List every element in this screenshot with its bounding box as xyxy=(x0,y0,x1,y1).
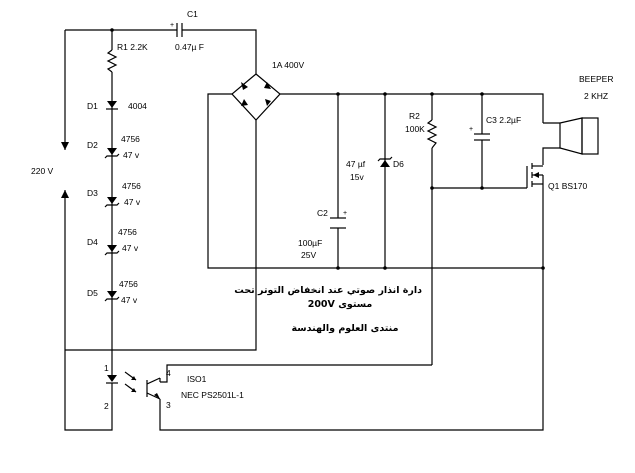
d2-zener-symbol xyxy=(104,148,120,159)
r2-value-label: 100K xyxy=(405,124,425,134)
d2-part-label: 4756 xyxy=(121,134,140,144)
bridge-label: 1A 400V xyxy=(272,60,305,70)
iso-pin2-label: 2 xyxy=(104,401,109,411)
c2-value-voltage-label: 25V xyxy=(301,250,317,260)
d1-label: D1 xyxy=(87,101,98,111)
wires xyxy=(64,23,560,431)
c2-cap-label: 47 µf xyxy=(346,159,366,169)
d4-label: D4 xyxy=(87,237,98,247)
d2-voltage-label: 47 v xyxy=(123,150,140,160)
r2-label: R2 xyxy=(409,111,420,121)
d4-part-label: 4756 xyxy=(118,227,137,237)
q1-mosfet-symbol xyxy=(526,163,544,188)
c2-value-cap-label: 100µF xyxy=(298,238,323,248)
c1-plus-mark: + xyxy=(170,22,174,29)
svg-text:+: + xyxy=(469,126,473,133)
c1-label: C1 xyxy=(187,9,198,19)
d6-label: D6 xyxy=(393,159,404,169)
beeper-speaker-symbol xyxy=(559,117,599,155)
c3-label: C3 2.2µF xyxy=(486,115,522,125)
beeper-frequency-label: 2 KHZ xyxy=(584,91,609,101)
d5-label: D5 xyxy=(87,288,98,298)
bridge-rectifier-symbol xyxy=(231,73,281,121)
q1-label: Q1 BS170 xyxy=(548,181,588,191)
iso-name-label: ISO1 xyxy=(187,374,207,384)
c3-capacitor-symbol: + xyxy=(469,126,490,141)
d1-value-label: 4004 xyxy=(128,101,147,111)
caption-line2: مستوى 200V xyxy=(300,300,380,310)
caption-forum-name: منتدى العلوم والهندسة xyxy=(291,323,399,334)
d2-label: D2 xyxy=(87,140,98,150)
c1-value-label: 0.47µ F xyxy=(175,42,204,52)
beeper-label: BEEPER xyxy=(579,74,614,84)
d4-zener-symbol xyxy=(104,245,120,256)
d5-voltage-label: 47 v xyxy=(121,295,138,305)
optoisolator-symbol xyxy=(106,371,161,405)
junction-dots xyxy=(110,28,545,270)
d3-label: D3 xyxy=(87,188,98,198)
c2-capacitor-symbol: + xyxy=(330,210,347,229)
svg-text:+: + xyxy=(343,210,347,217)
d1-diode-symbol xyxy=(106,101,118,110)
mains-voltage-label: 220 V xyxy=(31,166,54,176)
d5-part-label: 4756 xyxy=(119,279,138,289)
d5-zener-symbol xyxy=(104,291,120,302)
c2-label: C2 xyxy=(317,208,328,218)
caption-line2-value: 200V xyxy=(307,299,335,310)
iso-pin3-label: 3 xyxy=(166,400,171,410)
r1-label: R1 2.2K xyxy=(117,42,148,52)
d3-part-label: 4756 xyxy=(122,181,141,191)
d6-zener-symbol xyxy=(377,156,393,167)
r2-resistor-symbol xyxy=(426,119,438,149)
d3-voltage-label: 47 v xyxy=(124,197,141,207)
c2-voltage-label: 15v xyxy=(350,172,364,182)
iso-pin4-label: 4 xyxy=(166,368,171,378)
caption-line2-text: مستوى xyxy=(338,299,373,310)
mains-terminal-arrows xyxy=(61,142,69,198)
caption-line1: دارة انذار صوتي عند انخفاض التوتر تحت xyxy=(234,285,422,296)
iso-pin1-label: 1 xyxy=(104,363,109,373)
d4-voltage-label: 47 v xyxy=(122,243,139,253)
d3-zener-symbol xyxy=(104,197,120,208)
iso-part-label: NEC PS2501L-1 xyxy=(181,390,244,400)
